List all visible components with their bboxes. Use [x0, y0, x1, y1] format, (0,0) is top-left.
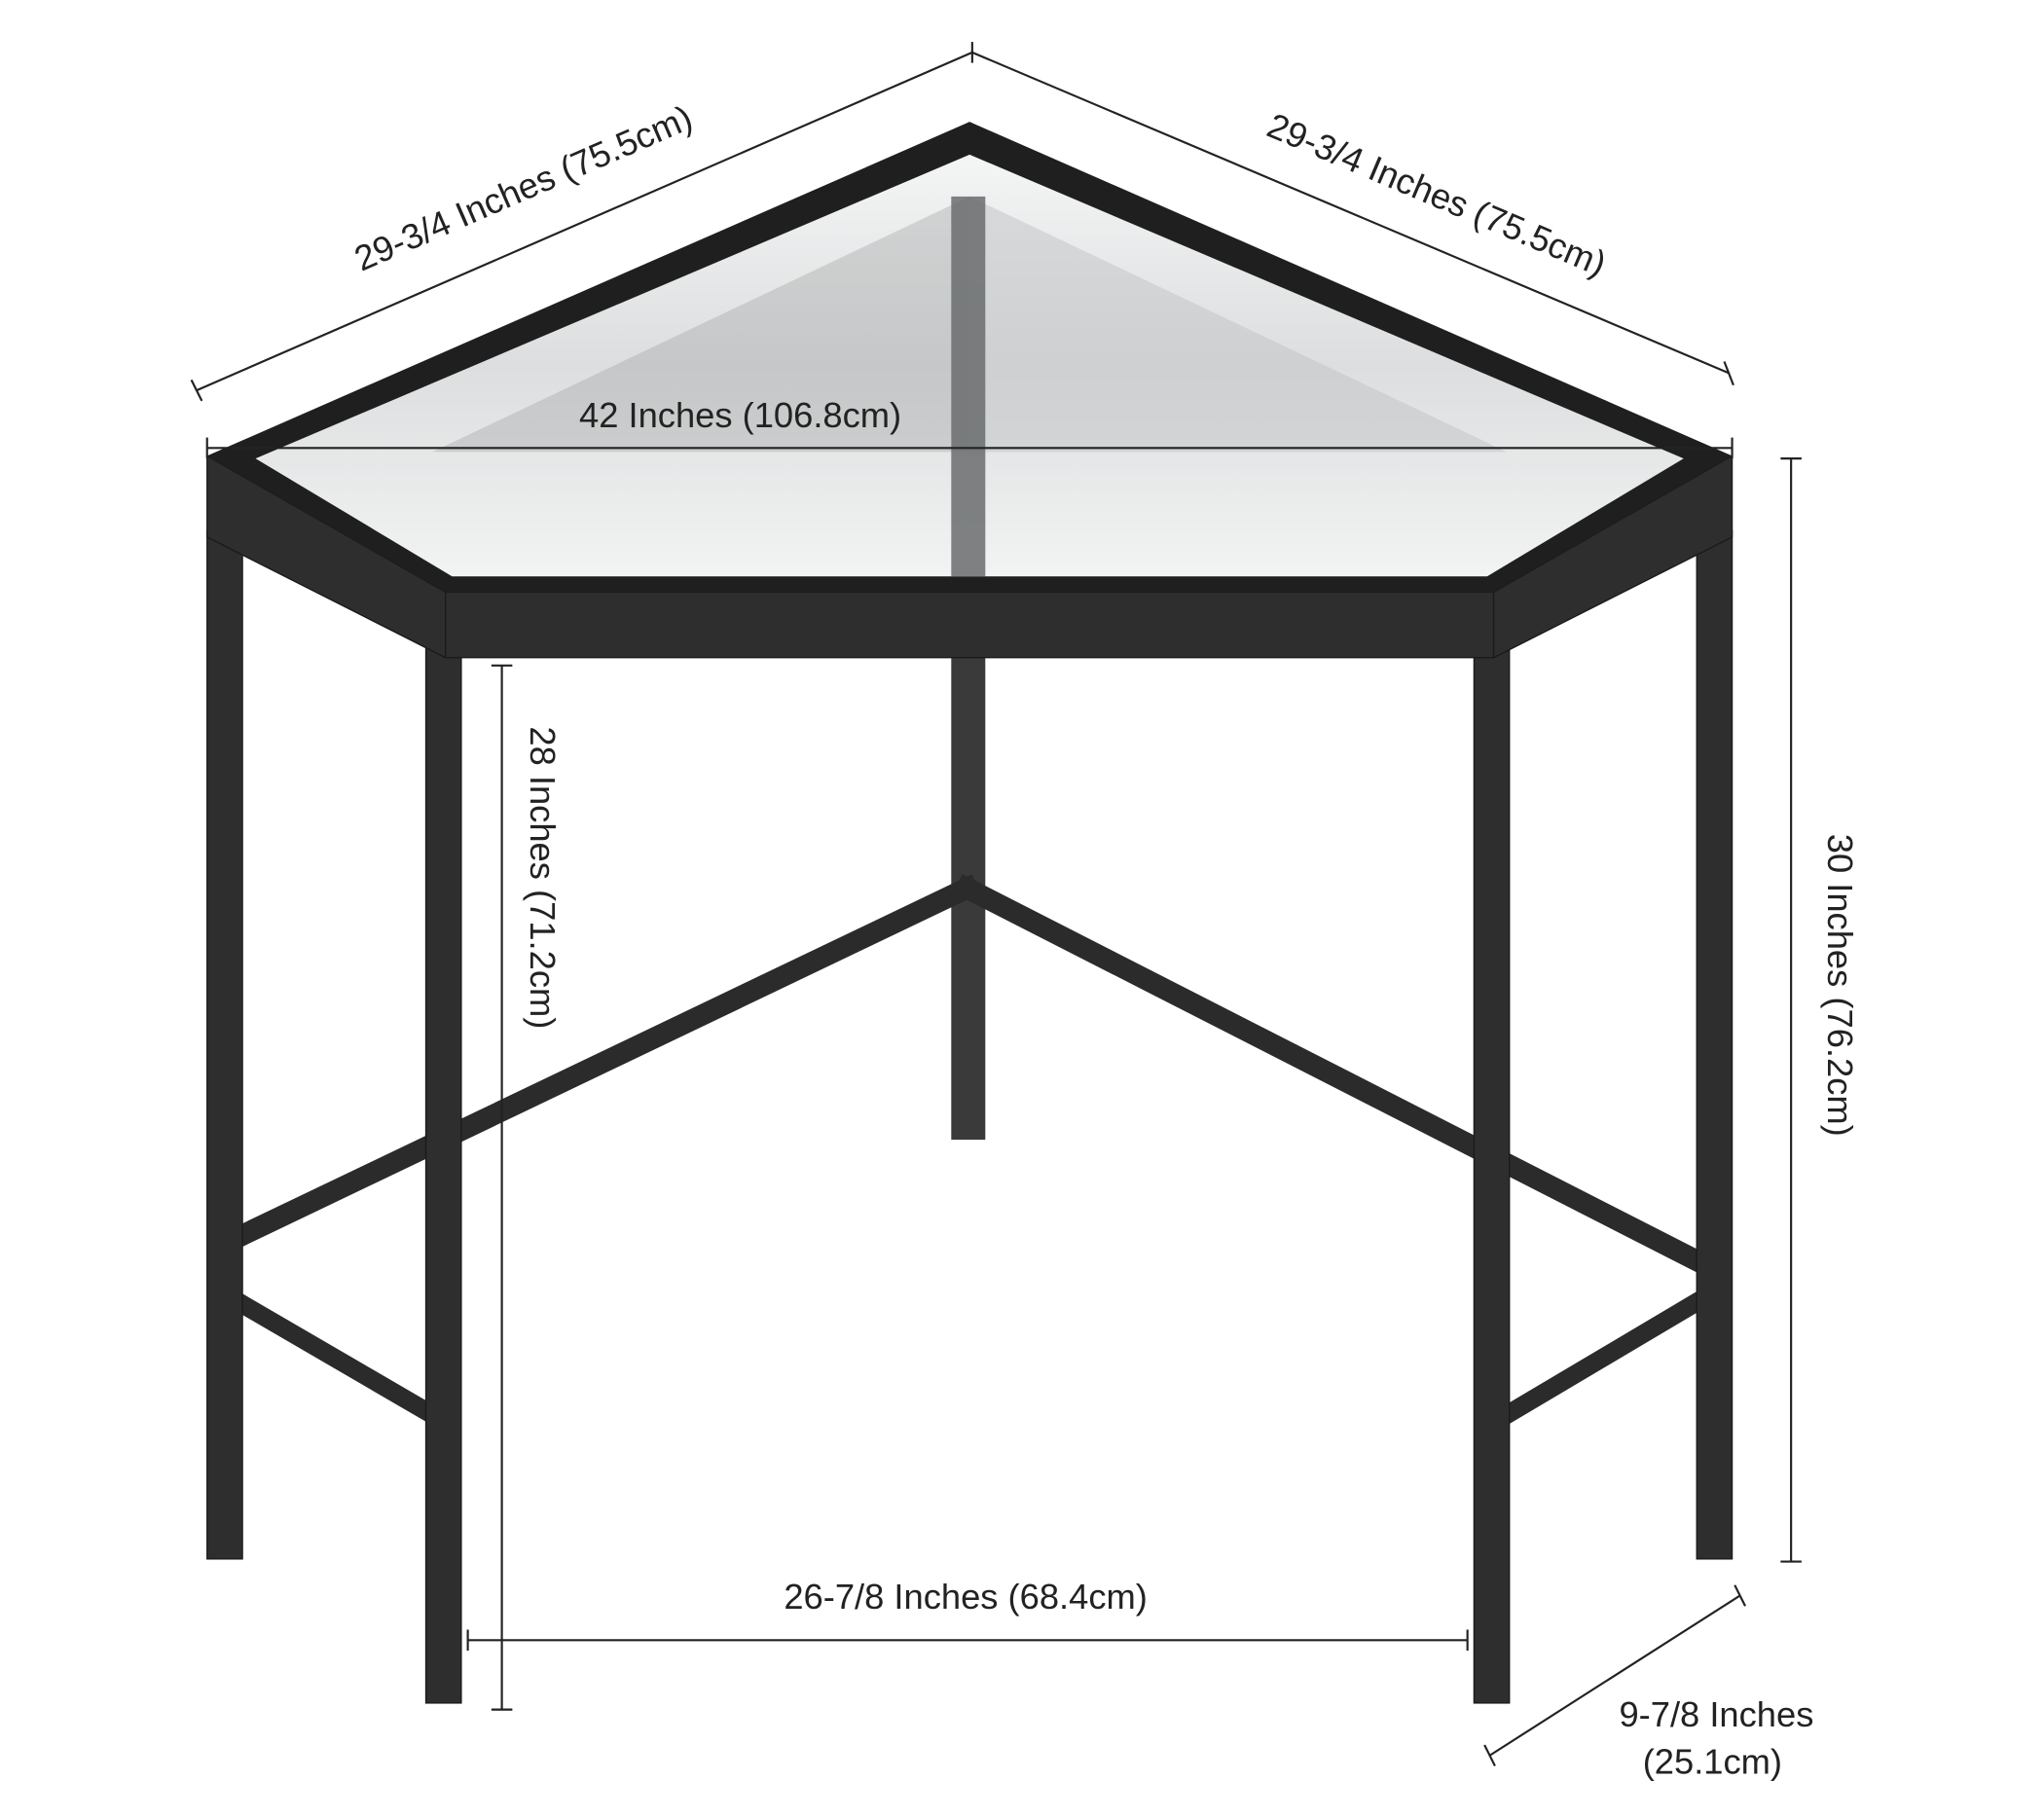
- front-left-leg: [424, 647, 462, 1704]
- front-width-label: 42 Inches (106.8cm): [579, 395, 901, 435]
- left-side-label: 29-3/4 Inches (75.5cm): [348, 97, 698, 279]
- dimension-lines: [190, 42, 1802, 1766]
- right-side-label: 29-3/4 Inches (75.5cm): [1261, 105, 1612, 284]
- lower-stretchers: [208, 874, 1731, 1428]
- front-right-leg: [1473, 647, 1511, 1704]
- total-height-label: 30 Inches (76.2cm): [1820, 834, 1860, 1137]
- inner-width-label: 26-7/8 Inches (68.4cm): [784, 1577, 1148, 1617]
- knee-height-label: 28 Inches (71.2cm): [523, 726, 563, 1029]
- depth-label-line2: (25.1cm): [1643, 1742, 1782, 1782]
- table-top: [206, 122, 1734, 659]
- right-rear-post: [1696, 529, 1734, 1560]
- depth-label-line1: 9-7/8 Inches: [1619, 1694, 1813, 1734]
- left-rear-post: [206, 529, 243, 1560]
